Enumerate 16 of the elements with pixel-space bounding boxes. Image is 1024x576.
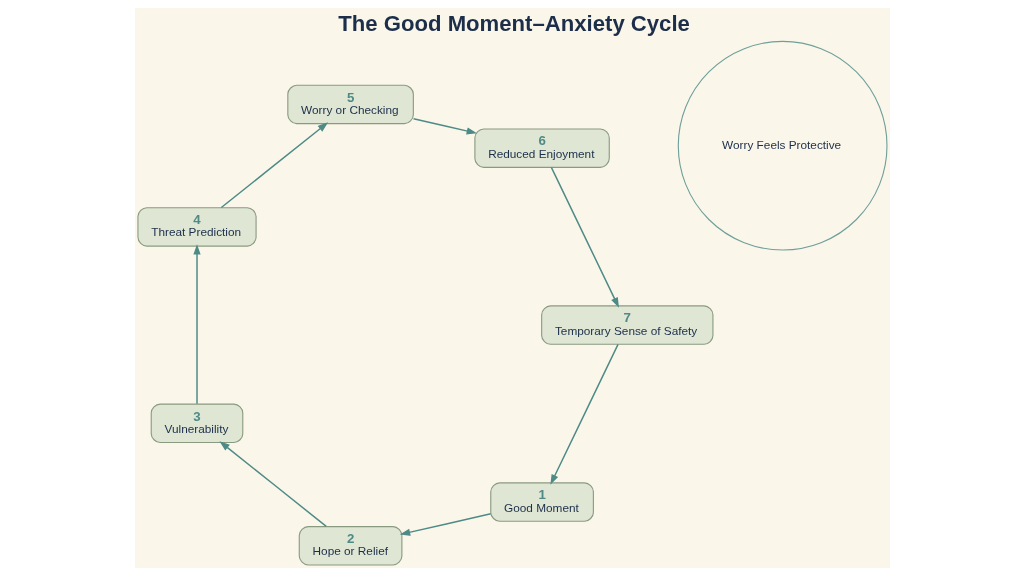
- arrow: [219, 441, 327, 528]
- node-box: 1 Good Moment: [489, 482, 594, 522]
- node-box: 3 Vulnerability: [150, 403, 243, 444]
- node-box: 2 Hope or Relief: [298, 526, 402, 566]
- node-box: 7 Temporary Sense of Safety: [540, 305, 713, 345]
- node-box: 5 Worry or Checking: [286, 84, 414, 125]
- arrow: [412, 118, 477, 135]
- arrow: [192, 244, 201, 405]
- node-circle: Worry Feels Protective: [677, 40, 888, 251]
- arrow: [550, 166, 619, 308]
- node-box: 4 Threat Prediction: [136, 207, 257, 247]
- diagram-title: The Good Moment–Anxiety Cycle: [337, 10, 690, 36]
- arrow: [399, 513, 491, 536]
- arrow: [549, 343, 619, 485]
- arrow: [220, 122, 328, 209]
- node-box: 6 Reduced Enjoyment: [473, 128, 610, 168]
